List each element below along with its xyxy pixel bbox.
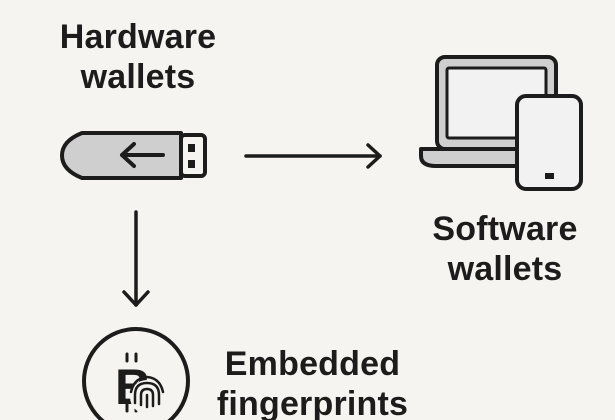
fingerprints-label-line1: Embedded [224,345,401,383]
usb-drive-icon [60,131,207,180]
software-label-line1: Software [432,210,578,248]
embedded-fingerprints-label: Embedded fingerprints [200,344,425,420]
hardware-label-line2: wallets [80,58,196,96]
hardware-wallets-label: Hardware wallets [28,17,248,97]
hardware-label-line1: Hardware [59,18,217,56]
fingerprints-label-line2: fingerprints [216,385,409,420]
software-wallets-label: Software wallets [400,209,610,289]
bitcoin-fingerprint-icon: B [82,327,190,420]
arrow-hardware-to-fingerprints [122,210,150,307]
laptop-phone-icon [419,55,583,191]
arrow-hardware-to-software [244,143,382,169]
software-label-line2: wallets [447,250,563,288]
